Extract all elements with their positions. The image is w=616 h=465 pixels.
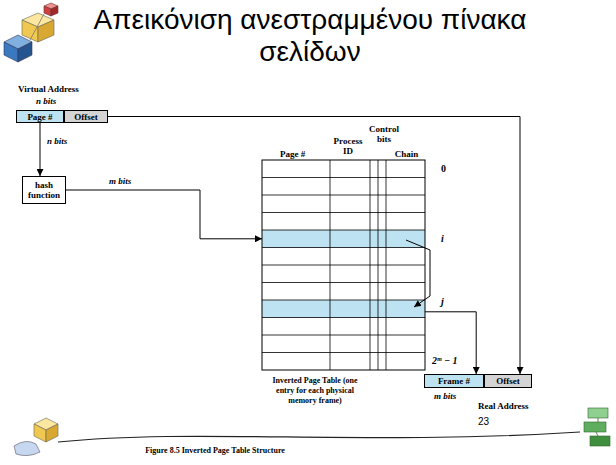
stack-line [596, 432, 598, 436]
page-table: Inverted Page Table (one entry for each … [262, 160, 425, 370]
row-line [262, 265, 425, 266]
page-number: 23 [478, 416, 489, 427]
highlight-row [262, 300, 425, 318]
cube-face [34, 424, 46, 442]
node-heading: Real Address [478, 401, 529, 411]
box-label: hash function [25, 180, 63, 200]
row-line [262, 212, 425, 213]
edge-label: m bits [108, 176, 132, 186]
cube-face [46, 424, 58, 442]
node-heading: n bits [36, 96, 56, 106]
box-label: Page # [27, 112, 52, 122]
column-line [370, 160, 371, 370]
stack-line [598, 418, 599, 422]
row-line [262, 352, 425, 353]
row-index: 2ᵐ − 1 [432, 355, 458, 366]
cube-face [51, 6, 58, 16]
arrow-connector [108, 117, 520, 375]
highlight-row [262, 230, 425, 248]
offset-field: Offset [484, 374, 532, 388]
stack-box [590, 436, 610, 446]
cube-face [18, 42, 32, 62]
row-line [262, 300, 425, 301]
row-line [262, 282, 425, 283]
row-line [262, 335, 425, 336]
row-index: i [441, 233, 444, 244]
stack-box [588, 408, 608, 418]
table-border [262, 160, 425, 370]
column-header: Process ID [328, 136, 368, 156]
row-line [262, 230, 425, 231]
column-header: Page # [280, 149, 305, 159]
clipart-stack [584, 408, 610, 446]
offset-field: Offset [64, 110, 108, 123]
table-grid [262, 160, 425, 370]
cube-face [38, 20, 54, 42]
stack-box [584, 422, 606, 432]
clipart-cubes [4, 3, 58, 62]
address-group: Virtual Address n bitsPage # Offset [14, 84, 114, 124]
figure-caption: Figure 8.5 Inverted Page Table Structure [90, 446, 340, 456]
cube-face [22, 20, 38, 42]
column-line [330, 160, 331, 370]
column-line [386, 160, 387, 370]
node-heading: m bits [434, 391, 456, 401]
hand-shape [14, 441, 40, 455]
box-label: Frame # [438, 376, 470, 386]
column-header: Chain [388, 149, 425, 159]
clipart-line [30, 14, 44, 40]
row-line [262, 195, 425, 196]
arrow-connector [425, 312, 476, 374]
cube-face [44, 6, 51, 16]
row-index: 0 [441, 163, 446, 174]
frame-field: Frame # [424, 374, 484, 388]
arrow-connector [40, 123, 41, 176]
row-line [262, 247, 425, 248]
page-field: Page # [16, 110, 64, 123]
edge-label: n bits [46, 136, 68, 146]
address-group: m bitsReal Address Frame # Offset [424, 374, 534, 414]
box-label: Offset [496, 376, 520, 386]
slide-title: Απεικόνιση ανεστραμμένου πίνακα σελίδων [40, 4, 580, 68]
cube-face [4, 42, 18, 62]
box-label: Offset [74, 112, 98, 122]
arrow-connector [66, 190, 262, 239]
clipart-hand [14, 418, 58, 456]
row-line [262, 317, 425, 318]
column-line [378, 160, 379, 370]
row-line [262, 177, 425, 178]
column-header: Control bits [364, 124, 404, 144]
node-heading: Virtual Address [18, 84, 79, 94]
chain-pointer [406, 240, 430, 307]
hash-box: hash function [22, 176, 66, 204]
table-ground [262, 160, 425, 370]
row-lines [262, 160, 425, 370]
decor-line [58, 432, 580, 442]
row-index: j [441, 296, 444, 307]
node-heading: Inverted Page Table (one entry for each … [267, 376, 363, 406]
